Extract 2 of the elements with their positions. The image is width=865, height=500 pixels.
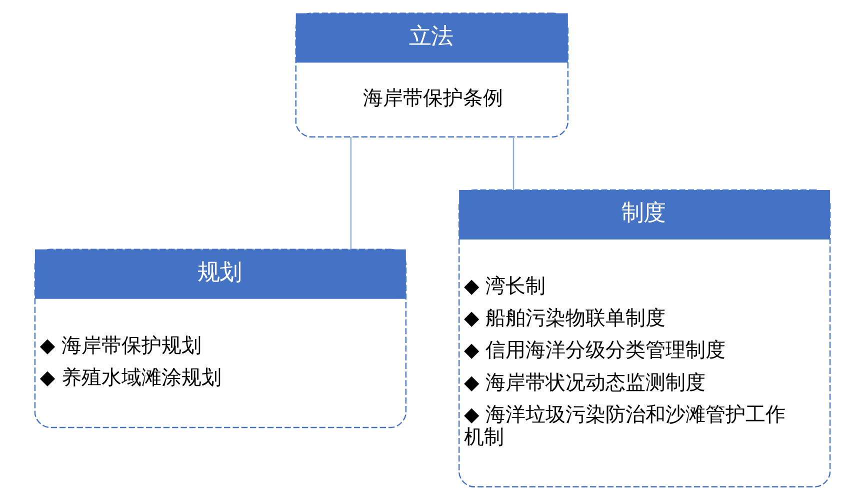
connector <box>512 136 514 190</box>
connector <box>350 136 352 250</box>
